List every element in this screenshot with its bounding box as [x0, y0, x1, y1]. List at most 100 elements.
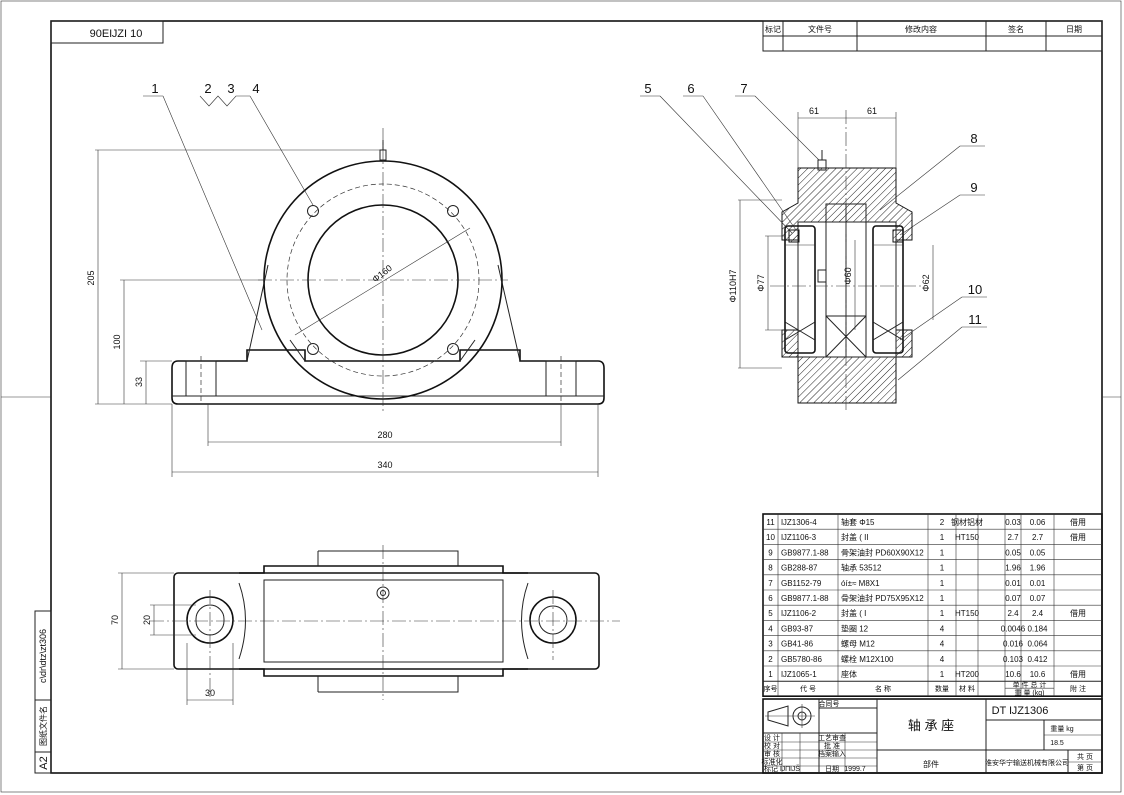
dim-half-left: 61: [809, 106, 819, 116]
bom-cell-name: 螺母 M12: [841, 639, 875, 649]
bom-cell-total: 0.06: [1030, 518, 1046, 527]
front-dimensions: 205 100 33 280 340: [86, 149, 599, 477]
bom-cell-note: 借用: [1070, 608, 1086, 618]
bom-cell-code: ĲZ1065-1: [781, 670, 817, 679]
bom-cell-name: óí±≈ M8X1: [841, 579, 880, 588]
bom-cell-qty: 1: [940, 594, 945, 603]
dim-height-center: 100: [112, 334, 122, 349]
side-label: 图纸文件名: [38, 706, 48, 746]
bom-header-note: 附 注: [1070, 684, 1086, 693]
title-left-1: 校 对: [764, 741, 780, 750]
bom-cell-unit: 1.96: [1005, 564, 1021, 573]
rev-header-date: 日期: [1066, 25, 1082, 34]
bom-cell-total: 2.4: [1032, 609, 1044, 618]
inner-frame: [50, 20, 1103, 774]
balloon-3: 3: [227, 81, 234, 96]
bom-cell-total: 10.6: [1030, 670, 1046, 679]
bom-header-name: 名 称: [875, 684, 891, 693]
bom-header-weight-top: 单 件 总 计: [1013, 680, 1047, 689]
bom-cell-code: GB9877.1-88: [781, 594, 829, 603]
top-dimensions: 70 20 30: [110, 572, 234, 705]
dim-bore: Φ160: [370, 263, 394, 285]
balloon-5: 5: [644, 81, 651, 96]
projection-symbol-icon: [765, 704, 815, 728]
bom-cell-name: 骨架油封 PD60X90X12: [841, 547, 924, 557]
dim-slot-offset: 30: [205, 688, 215, 698]
revision-mark: 标记 ĲΠĲŠ: [764, 764, 800, 773]
sheet-size: A2: [38, 756, 50, 769]
bom-cell-name: 封盖 ( I: [841, 608, 866, 618]
bom-cell-total: 2.7: [1032, 533, 1044, 542]
bom-cell-total: 0.01: [1030, 579, 1046, 588]
dim-dia-right: Φ62: [921, 274, 931, 291]
title-left-2: 审 核: [764, 749, 780, 758]
balloon-9: 9: [970, 180, 977, 195]
bom-cell-no: 1: [768, 670, 773, 679]
date-value: 1999.7: [844, 766, 866, 773]
dim-dia-outer: Φ110H7: [728, 269, 738, 302]
bom-cell-unit: 0.103: [1003, 655, 1024, 664]
bom-cell-note: 借用: [1070, 517, 1086, 527]
dim-bolt-spacing: 280: [377, 430, 392, 440]
bom-cell-material: 钢材铝材: [951, 517, 983, 527]
bom-cell-unit: 0.03: [1005, 518, 1021, 527]
bom-cell-material: HT200: [955, 670, 980, 679]
bom-cell-code: GB288-87: [781, 564, 818, 573]
bom-cell-total: 1.96: [1030, 564, 1046, 573]
bom-cell-code: ĲZ1106-2: [781, 609, 817, 618]
title-mid-0: 工艺审查: [818, 733, 846, 742]
weight-value: 18.5: [1050, 740, 1064, 747]
balloon-10: 10: [968, 282, 982, 297]
section-view: [770, 110, 925, 412]
title-mid-1: 批 准: [824, 741, 840, 750]
bom-cell-unit: 0.0046: [1001, 624, 1026, 633]
category: 部件: [923, 759, 939, 769]
bom-cell-name: 座体: [841, 669, 857, 679]
bom-cell-total: 0.412: [1027, 655, 1048, 664]
title-mid-3: 日期: [825, 765, 839, 773]
bom-cell-no: 5: [768, 609, 773, 618]
revision-block: 标记 文件号 修改内容 签名 日期: [762, 20, 1103, 52]
balloon-8: 8: [970, 131, 977, 146]
dim-height-base: 33: [134, 377, 144, 387]
bom-header-material: 材 料: [959, 684, 975, 693]
bom-cell-code: GB5780-86: [781, 655, 822, 664]
bom-cell-no: 9: [768, 548, 773, 557]
bom-cell-no: 4: [768, 624, 773, 633]
dim-dia-shaft: Φ60: [843, 267, 853, 284]
bom-cell-no: 7: [768, 579, 773, 588]
bom-cell-qty: 4: [940, 655, 945, 664]
bom-cell-unit: 0.016: [1003, 640, 1024, 649]
title-mid-2: 档案输入: [818, 749, 846, 758]
dim-slot: 20: [142, 615, 152, 625]
dim-half-right: 61: [867, 106, 877, 116]
sheet-number: 第 页: [1077, 763, 1093, 772]
dim-width: 70: [110, 615, 120, 625]
side-strip: c\dr\dtz\zt306 图纸文件名 A2: [34, 610, 52, 774]
balloon-4: 4: [252, 81, 259, 96]
title-left-0: 设 计: [764, 733, 780, 742]
bom-cell-no: 11: [766, 518, 775, 527]
bom-cell-unit: 10.6: [1005, 670, 1021, 679]
bom-cell-unit: 0.01: [1005, 579, 1021, 588]
bom-cell-no: 10: [766, 533, 775, 542]
bom-cell-name: 骨架油封 PD75X95X12: [841, 593, 924, 603]
dim-dia-seal: Φ77: [756, 274, 766, 291]
bom-cell-note: 借用: [1070, 532, 1086, 542]
bom-cell-qty: 1: [940, 533, 945, 542]
rev-header-doc: 文件号: [808, 24, 832, 34]
stamp-text: 90EĲZI 10: [90, 28, 143, 40]
bom-cell-total: 0.064: [1027, 640, 1048, 649]
bom-cell-code: ĲZ1106-3: [781, 533, 817, 542]
bom-cell-total: 0.07: [1030, 594, 1046, 603]
side-filename: c\dr\dtz\zt306: [38, 629, 48, 683]
title-left-3: 标准化: [762, 757, 783, 766]
sheets-total: 共 页: [1077, 752, 1093, 761]
bom-cell-total: 0.184: [1027, 624, 1048, 633]
rev-header-mark: 标记: [765, 24, 781, 34]
company-name: 淮安华宁输送机械有限公司: [985, 758, 1069, 767]
balloon-11: 11: [968, 312, 982, 327]
top-view: [150, 545, 620, 700]
bom-cell-name: 螺栓 M12X100: [841, 654, 894, 664]
